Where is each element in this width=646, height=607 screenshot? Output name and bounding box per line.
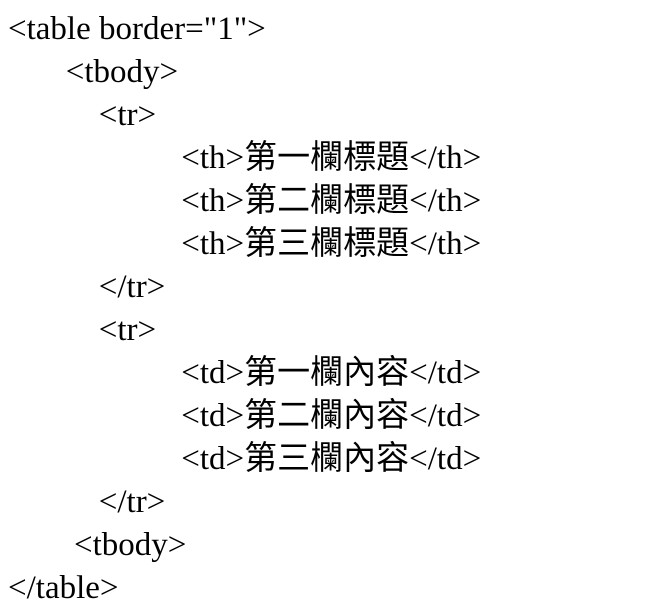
code-line: <table border="1">: [8, 11, 266, 47]
code-line: <td>第一欄內容</td>: [8, 355, 482, 391]
code-line: <th>第一欄標題</th>: [8, 140, 482, 176]
code-line: <td>第三欄內容</td>: [8, 441, 482, 477]
code-line: <tbody>: [8, 54, 179, 90]
code-line: <tr>: [8, 97, 157, 133]
code-block: <table border="1"> <tbody> <tr> <th>第一欄標…: [8, 8, 646, 607]
code-line: <td>第二欄內容</td>: [8, 398, 482, 434]
code-line: <tbody>: [8, 527, 187, 563]
code-line: <th>第三欄標題</th>: [8, 226, 482, 262]
code-line: </tr>: [8, 484, 166, 520]
code-line: <tr>: [8, 312, 157, 348]
code-line: </tr>: [8, 269, 166, 305]
code-line: </table>: [8, 570, 119, 606]
code-line: <th>第二欄標題</th>: [8, 183, 482, 219]
